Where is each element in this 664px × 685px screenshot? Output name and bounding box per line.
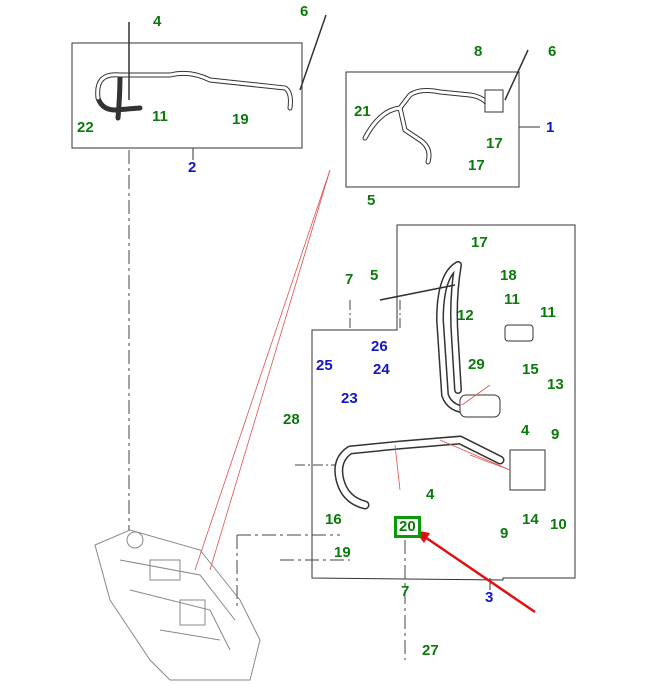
assembly-1-box [345,71,520,188]
part-label: 26 [371,338,388,355]
pipe-assembly-2 [95,70,293,121]
assembly-label-1: 1 [546,119,555,136]
part-label: 17 [468,157,485,174]
part-label: 13 [547,376,564,393]
red-guide-line [194,169,331,571]
part-label: 10 [550,516,567,533]
part-label: 9 [551,426,560,443]
arrow-shaft [421,533,536,614]
bolt-6 [299,14,327,91]
part-label: 8 [474,43,483,60]
part-label: 25 [316,357,333,374]
assembly-label-3: 3 [485,589,494,606]
part-label: 14 [522,511,539,528]
part-label: 24 [373,361,390,378]
bolt-5b [379,284,456,301]
fitting-1 [484,89,504,113]
part-label: 7 [401,583,410,600]
part-label: 12 [457,307,474,324]
sensor-15 [504,324,534,342]
part-label: 19 [334,544,351,561]
engine-block-sketch [94,529,261,681]
part-label: 6 [300,3,309,20]
part-label: 22 [77,119,94,136]
part-label: 23 [341,390,358,407]
assembly-2-box [71,42,303,149]
part-label: 5 [367,192,376,209]
part-label: 17 [486,135,503,152]
part-label: 16 [325,511,342,528]
part-label: 7 [345,271,354,288]
part-label: 9 [500,525,509,542]
part-label: 11 [152,108,168,125]
part-label: 4 [153,13,162,30]
bracket-14 [509,449,546,491]
part-label: 19 [232,111,249,128]
part-label: 5 [370,267,379,284]
assembly-label-2: 2 [188,159,197,176]
part-label: 6 [548,43,557,60]
part-label: 17 [471,234,488,251]
part-label: 11 [504,291,520,308]
part-label: 27 [422,642,439,659]
highlighted-part-callout[interactable]: 20 [394,516,421,538]
part-label: 11 [540,304,556,321]
part-label: 21 [354,103,371,120]
part-label: 28 [283,411,300,428]
part-label: 4 [426,486,435,503]
part-label: 29 [468,356,485,373]
part-label: 18 [500,267,517,284]
red-guide-line [209,169,331,571]
part-label: 15 [522,361,539,378]
accumulator [459,394,501,418]
part-label: 4 [521,422,530,439]
assembly-3-box [311,224,576,581]
bolt-6b [504,49,529,101]
